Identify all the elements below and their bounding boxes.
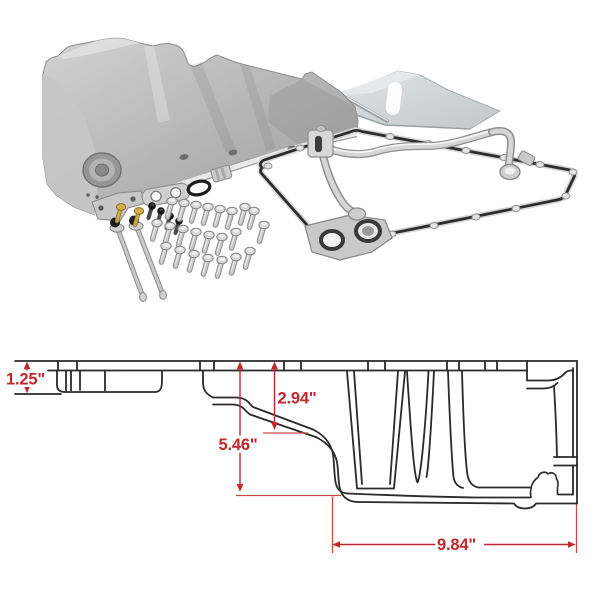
oil-pickup-tube (307, 125, 536, 221)
hardware-set (91, 164, 269, 302)
oil-pan (42, 37, 359, 219)
dimension-label-front-sump-depth: 1.25" (6, 371, 45, 389)
crank-seal-boss (82, 152, 122, 188)
product-photo (42, 37, 578, 302)
oil-pan-body (42, 37, 359, 216)
dimension-label-backplates (5, 370, 484, 553)
pickup-tube-flange-plate (304, 214, 393, 261)
dimension-label-sump-length: 9.84" (437, 536, 476, 554)
oil-pan-cross-section (14, 360, 578, 510)
bolt-set (152, 197, 269, 276)
cover-plate-gasket (141, 182, 191, 207)
dimension-kickout-depth (263, 361, 308, 434)
oil-pan-gasket (257, 127, 578, 261)
dimension-diagram: 1.25" 2.94" 5.46" 9.84" (5, 360, 578, 554)
o-ring-seal (186, 179, 212, 197)
pickup-tube-mount-flange (307, 125, 334, 158)
black-bolt (146, 200, 158, 220)
dimension-label-kickout-depth: 2.94" (278, 390, 317, 408)
dimension-label-rear-sump-depth: 5.46" (219, 436, 258, 454)
plug-fitting (210, 164, 233, 183)
dimension-rear-sump-depth (236, 361, 341, 497)
